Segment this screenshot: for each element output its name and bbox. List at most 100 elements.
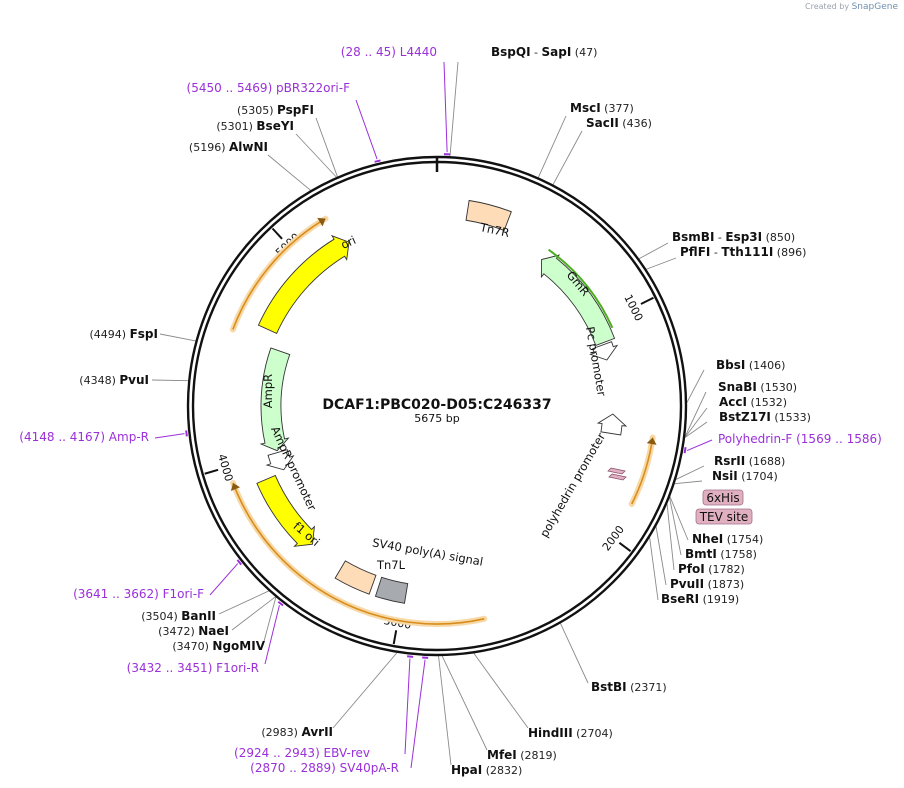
orf-glow-1: [628, 434, 656, 508]
primer-line-ebv-rev: [404, 658, 411, 755]
orf-arrowhead-1: [646, 437, 657, 445]
site-bbsi: BbsI (1406): [716, 358, 785, 372]
feature-ori: [257, 234, 350, 335]
site-bseyi: (5301) BseYI: [216, 119, 294, 133]
primer-line-pbr322ori-f: [355, 99, 378, 160]
site-pflfi: PflFI - Tth111I (896): [680, 245, 806, 259]
orf-lines: [229, 215, 657, 627]
site-line-nsii: [674, 480, 703, 485]
feature-ampr-promoter: [265, 449, 295, 471]
tick-label-2000: 2000: [600, 523, 627, 553]
site-fspi: (4494) FspI: [90, 327, 158, 341]
primer-pbr322ori-f: (5450 .. 5469) pBR322ori-F: [187, 81, 351, 95]
tick-5000: [271, 227, 283, 240]
site-line-ngomiv: [262, 597, 277, 646]
primer-mark-f1ori-f: [236, 559, 242, 566]
feature-polyhedrin-promoter: [596, 413, 628, 436]
site-line-bspqi: [449, 61, 459, 157]
site-line-pflfi: [646, 257, 677, 270]
site-line-bseri: [649, 537, 659, 601]
site-line-hindiii: [473, 653, 529, 729]
site-mfei: MfeI (2819): [487, 748, 557, 762]
tick-3000: [392, 630, 398, 645]
6xhis-tag-box: [702, 489, 744, 506]
site-line-avrii: [332, 652, 398, 729]
primer-line-amp-r: [154, 433, 185, 439]
primer-line-f1ori-r: [264, 605, 280, 665]
gmr-orf-highlight: [547, 248, 614, 329]
primer-ebv-rev: (2924 .. 2943) EBV-rev: [234, 746, 370, 760]
site-bstz17i: BstZ17I (1533): [719, 410, 811, 424]
site-line-sacii: [552, 130, 583, 185]
site-line-bstz17i: [684, 421, 708, 438]
site-msci: MscI (377): [570, 101, 634, 115]
site-bstbi: BstBI (2371): [591, 680, 667, 694]
feature-pc-promoter: [589, 341, 619, 361]
site-line-fspi: [159, 333, 196, 342]
tev-mark: [608, 473, 627, 481]
site-line-acci: [684, 407, 708, 438]
site-acci: AccI (1532): [719, 395, 787, 409]
tick-label-4000: 4000: [215, 452, 235, 483]
site-line-msci: [537, 115, 567, 178]
feature-sv40-poly-a-signal: [374, 576, 409, 604]
site-line-bmti: [669, 497, 682, 556]
primer-sv40pa-r: (2870 .. 2889) SV40pA-R: [250, 761, 399, 775]
tick-1000: [640, 296, 654, 305]
site-pspfi: (5305) PspFI: [237, 103, 314, 117]
primer-f1ori-r: (3432 .. 3451) F1ori-R: [127, 661, 259, 675]
primer-line-l4440: [443, 61, 448, 153]
primer-polyhedrin-f: Polyhedrin-F (1569 .. 1586): [718, 432, 882, 446]
snapgene-logo: SnapGene: [851, 2, 898, 12]
site-snabi: SnaBI (1530): [718, 380, 797, 394]
ori-label: ori: [339, 233, 358, 252]
site-line-nhei: [669, 496, 689, 541]
site-ngomiv: (3470) NgoMIV: [172, 639, 265, 653]
site-line-bsmbi: [638, 242, 669, 260]
site-line-pvuii: [655, 526, 667, 586]
site-line-snabi: [684, 391, 707, 437]
primer-mark-ebv-rev: [407, 655, 414, 658]
site-pfoi: PfoI (1782): [678, 562, 745, 576]
site-avrii: (2983) AvrII: [261, 725, 333, 739]
site-bmti: BmtI (1758): [685, 547, 757, 561]
primer-marks: [154, 61, 713, 769]
site-line-pspfi: [315, 117, 338, 177]
tick-label-1000: 1000: [621, 292, 645, 323]
polyhedrin-promoter-label: polyhedrin promoter: [537, 430, 608, 540]
site-labels: BspQI - SapI (47) MscI (377)SacII (436) Bs…: [19, 45, 882, 777]
site-line-bbsi: [686, 369, 705, 403]
feature-gmr: [540, 254, 616, 347]
feature-f1-ori: [256, 474, 315, 547]
site-alwni: (5196) AlwNI: [189, 140, 268, 154]
site-line-mfei: [441, 655, 488, 751]
primer-l4440: (28 .. 45) L4440: [341, 45, 437, 59]
feature-ampr: [259, 347, 291, 452]
primer-mark-pbr322ori-f: [374, 159, 381, 163]
site-line-alwni: [267, 154, 311, 191]
primer-line-f1ori-f: [209, 563, 239, 596]
site-line-hpai: [438, 655, 452, 766]
his-tag-mark: [607, 467, 626, 475]
tev-site-tag-box: [695, 508, 753, 525]
site-hpai: HpaI (2832): [451, 763, 522, 777]
site-line-bstbi: [560, 623, 589, 684]
site-nhei: NheI (1754): [692, 532, 763, 546]
orf-line-0: [232, 482, 485, 625]
site-pvui: (4348) PvuI: [79, 373, 149, 387]
site-sacii: SacII (436): [586, 116, 652, 130]
primer-amp-r: (4148 .. 4167) Amp-R: [19, 430, 149, 444]
tn7r-label: Tn7R: [478, 220, 511, 240]
feature-tn7l: [334, 560, 377, 595]
primer-mark-polyhedrin-f: [683, 447, 687, 454]
orf-line-2: [232, 217, 326, 330]
site-line-bseyi: [295, 133, 337, 178]
primer-mark-amp-r: [185, 430, 188, 437]
primer-line-sv40pa-r: [410, 659, 426, 769]
site-nsii: NsiI (1704): [712, 469, 778, 483]
credit-prefix: Created by: [805, 2, 850, 11]
tn7l-label: Tn7L: [376, 558, 406, 572]
site-bspqi: BspQI - SapI (47): [491, 45, 597, 59]
site-line-naei: [231, 596, 276, 631]
